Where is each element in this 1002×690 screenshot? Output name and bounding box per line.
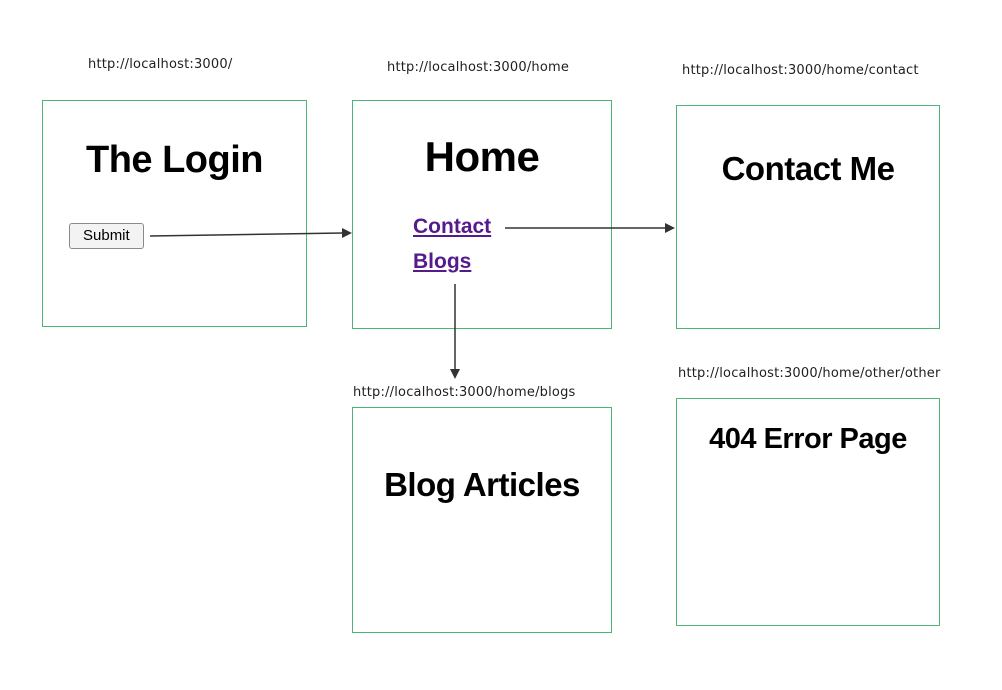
- url-label-contact: http://localhost:3000/home/contact: [682, 63, 919, 78]
- submit-button[interactable]: Submit: [69, 223, 144, 249]
- link-contact[interactable]: Contact: [413, 215, 492, 238]
- url-label-home: http://localhost:3000/home: [387, 60, 570, 75]
- page-box-contact: Contact Me: [676, 105, 940, 329]
- page-box-blogs: Blog Articles: [352, 407, 612, 633]
- home-links: Contact Blogs: [413, 215, 491, 274]
- url-label-error: http://localhost:3000/home/other/other: [678, 366, 941, 381]
- page-title-login: The Login: [85, 139, 264, 181]
- page-box-login: The Login Submit: [42, 100, 307, 327]
- page-title-error404: 404 Error Page: [709, 423, 907, 455]
- url-label-login: http://localhost:3000/: [88, 57, 233, 72]
- page-title-blogs: Blog Articles: [384, 466, 580, 503]
- page-box-home: Home Contact Blogs: [352, 100, 612, 329]
- page-title-contact: Contact Me: [721, 150, 895, 187]
- page-box-error404: 404 Error Page: [676, 398, 940, 626]
- link-blogs[interactable]: Blogs: [413, 250, 472, 273]
- page-title-home: Home: [424, 133, 540, 180]
- url-label-blogs: http://localhost:3000/home/blogs: [353, 385, 576, 400]
